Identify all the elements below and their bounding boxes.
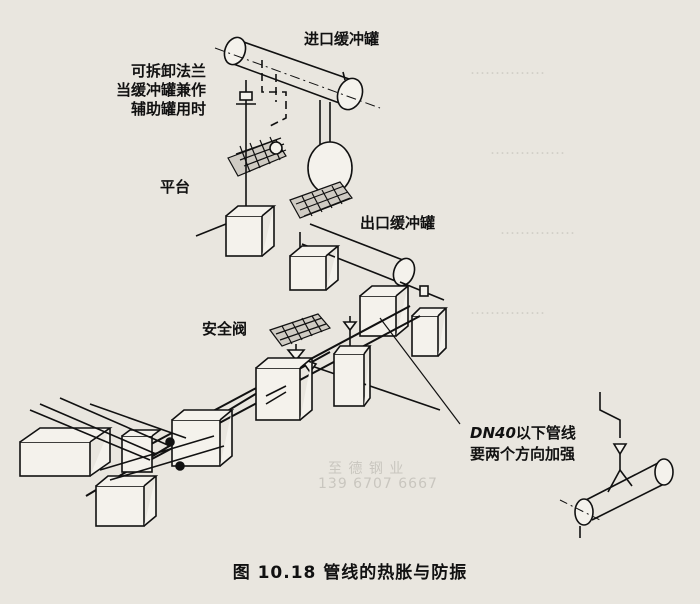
watermark-phone: 139 6707 6667 bbox=[318, 476, 438, 492]
dn40-line-1-rest: 以下管线 bbox=[515, 424, 576, 442]
platform-grid-mid bbox=[289, 181, 353, 219]
dn40-note-line-1: DN40以下管线 bbox=[470, 424, 576, 443]
flange-label-line-1: 可拆卸法兰 bbox=[131, 62, 207, 80]
bleed-through-text: …………… bbox=[500, 220, 575, 238]
safety-valve-label: 安全阀 bbox=[202, 320, 248, 338]
inlet-tank-shape bbox=[214, 36, 381, 111]
dn40-note-line-2: 要两个方向加强 bbox=[470, 445, 576, 463]
figure-caption: 图 10.18 管线的热胀与防振 bbox=[232, 563, 468, 583]
outlet-tank-label: 出口缓冲罐 bbox=[360, 214, 436, 232]
platform-grid-lower bbox=[269, 313, 332, 347]
bleed-through-text: …………… bbox=[490, 140, 565, 158]
platform-label: 平台 bbox=[160, 178, 191, 196]
dn40-prefix: DN40 bbox=[470, 424, 516, 442]
dn40-note: DN40以下管线 要两个方向加强 bbox=[470, 424, 576, 464]
flange-label-line-3: 辅助罐用时 bbox=[131, 100, 207, 118]
flange-label-line-2: 当缓冲罐兼作 bbox=[116, 81, 207, 99]
inlet-tank-label: 进口缓冲罐 bbox=[304, 30, 380, 48]
watermark-name: 至 德 钢 业 bbox=[328, 461, 405, 477]
removable-flange-label: 可拆卸法兰 当缓冲罐兼作 辅助罐用时 bbox=[116, 62, 206, 119]
bleed-through-text: …………… bbox=[470, 300, 545, 318]
bleed-through-text: …………… bbox=[470, 60, 545, 78]
